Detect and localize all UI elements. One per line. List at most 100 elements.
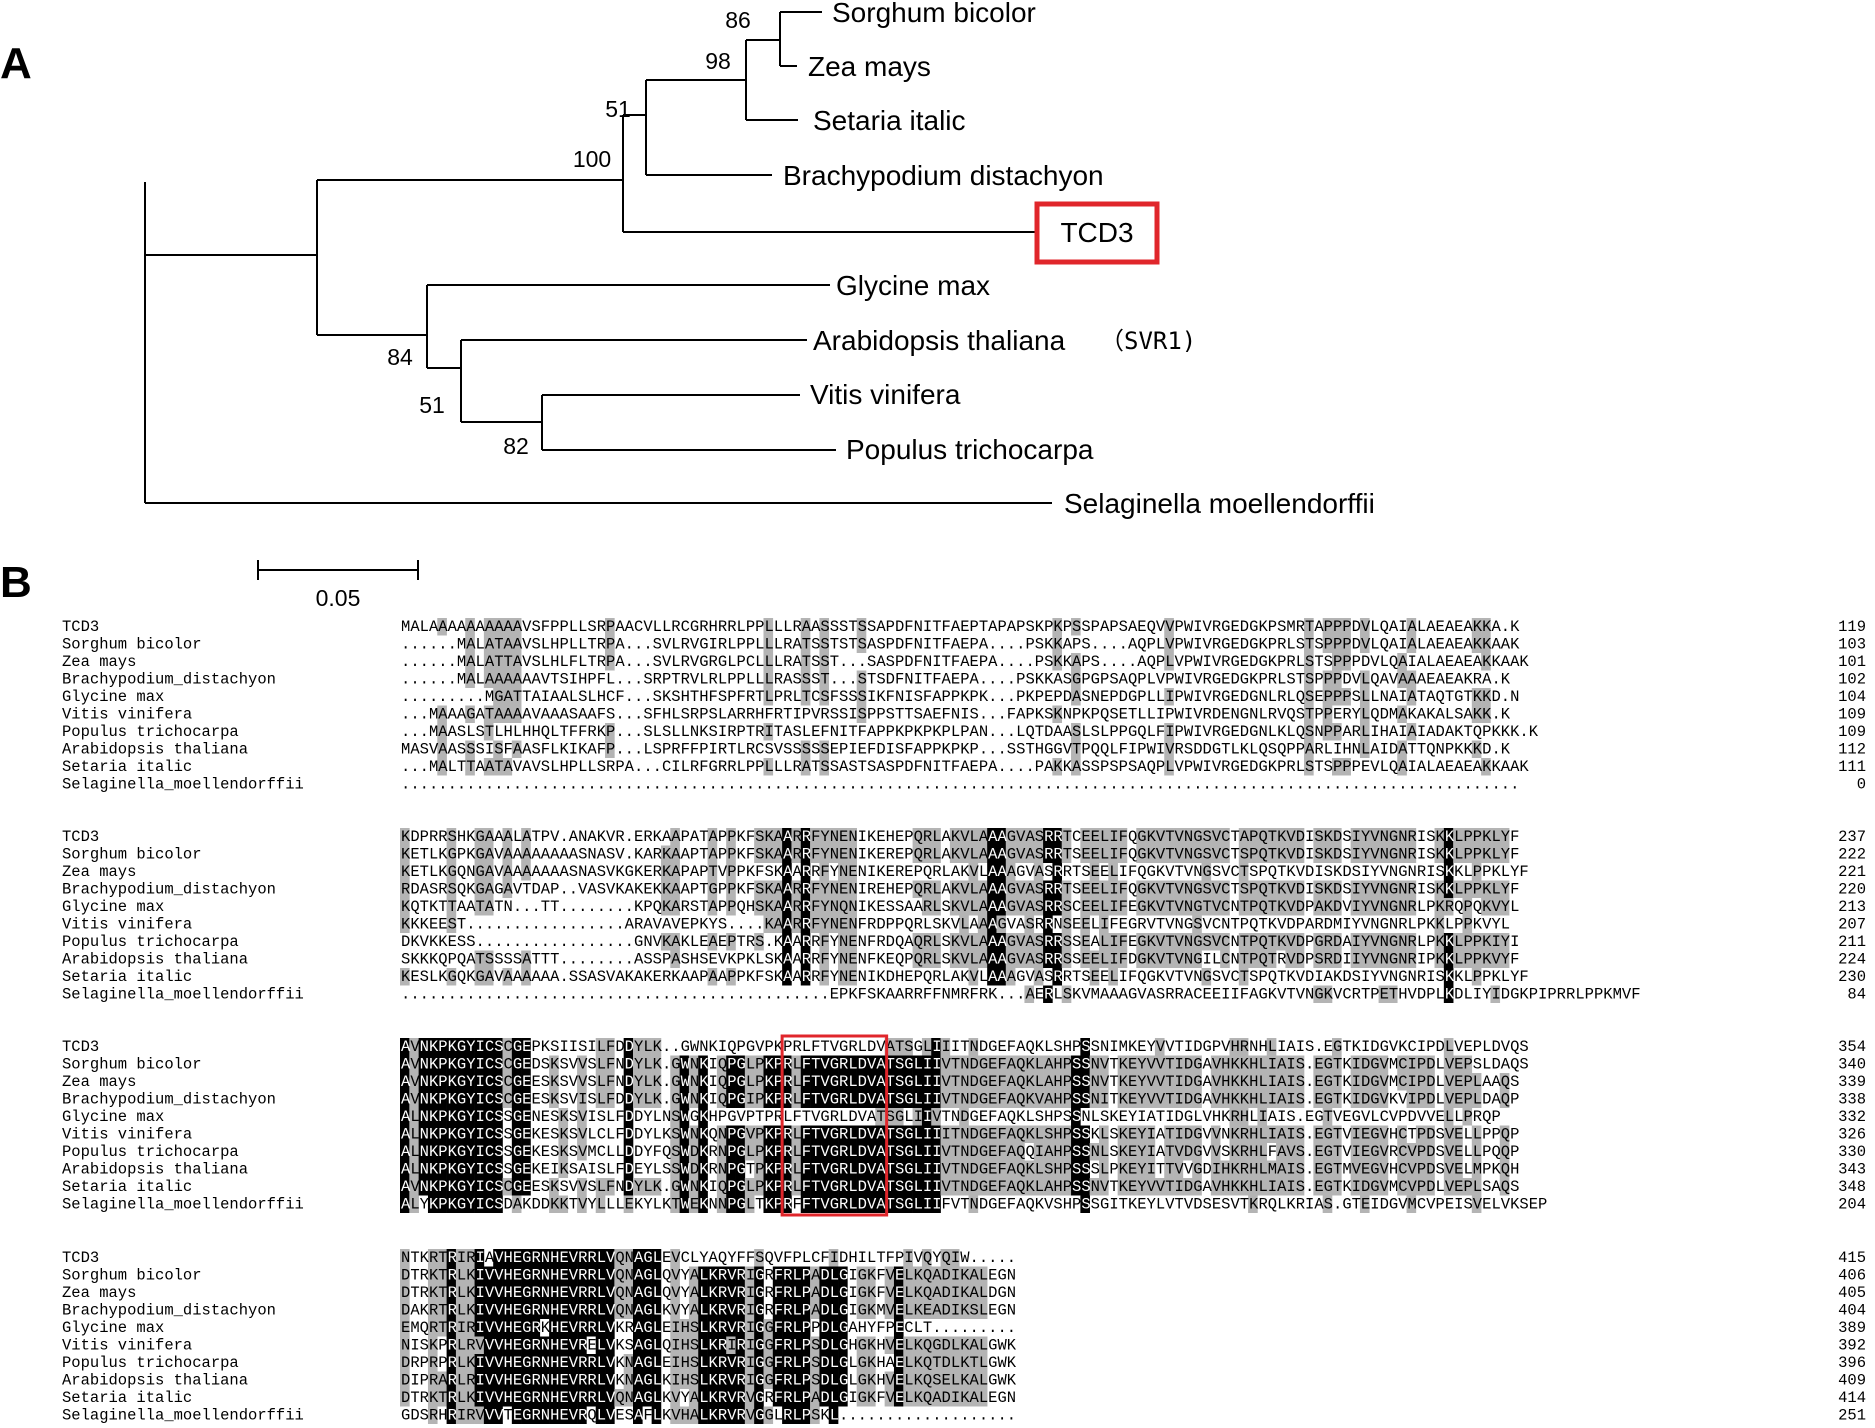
similar-shading — [511, 705, 522, 723]
similar-shading — [1471, 950, 1482, 968]
alignment-sequence: KETLKGPKGAVAAAAAAAASNASV.KARKAAPTAPPKFSK… — [401, 846, 1519, 864]
similar-shading — [931, 933, 941, 951]
similar-shading — [1257, 845, 1268, 863]
similar-shading — [1332, 845, 1342, 863]
similar-shading — [1322, 845, 1333, 863]
similar-shading — [828, 880, 839, 898]
similar-shading — [400, 880, 410, 898]
similar-shading — [437, 705, 447, 723]
similar-shading — [744, 1073, 755, 1091]
conserved-shading — [446, 1038, 457, 1056]
similar-shading — [1499, 933, 1510, 951]
similar-shading — [1350, 950, 1361, 968]
similar-shading — [1387, 985, 1398, 1003]
similar-shading — [1182, 1073, 1193, 1091]
similar-shading — [483, 898, 494, 916]
conserved-shading — [400, 1073, 410, 1091]
similar-shading — [800, 635, 811, 653]
similar-shading — [1397, 758, 1407, 776]
similar-shading — [1192, 950, 1202, 968]
conserved-shading — [1043, 950, 1053, 968]
similar-shading — [1332, 950, 1342, 968]
similar-shading — [1359, 705, 1370, 723]
conserved-shading — [921, 1108, 932, 1126]
similar-shading — [1481, 880, 1491, 898]
similar-shading — [1182, 1090, 1193, 1108]
similar-shading — [819, 950, 830, 968]
alignment-position-number: 213 — [1838, 898, 1866, 916]
similar-shading — [912, 1108, 923, 1126]
alignment-position-number: 396 — [1838, 1354, 1866, 1372]
similar-shading — [1099, 1073, 1109, 1091]
similar-shading — [810, 845, 820, 863]
taxon-label-glycine: Glycine max — [836, 270, 990, 301]
similar-shading — [437, 740, 447, 758]
conserved-shading — [987, 880, 997, 898]
similar-shading — [1397, 898, 1407, 916]
taxon-label-tcd3: TCD3 — [1060, 217, 1133, 248]
conserved-shading — [465, 1038, 475, 1056]
similar-shading — [651, 1073, 662, 1091]
similar-shading — [465, 740, 475, 758]
similar-shading — [1322, 898, 1333, 916]
similar-shading — [1294, 898, 1305, 916]
similar-shading — [483, 723, 494, 741]
conserved-shading — [698, 1108, 708, 1126]
conserved-shading — [493, 1055, 503, 1073]
similar-shading — [1490, 898, 1501, 916]
similar-shading — [1248, 828, 1258, 846]
similar-shading — [1471, 880, 1482, 898]
similar-shading — [1248, 1090, 1258, 1108]
similar-shading — [446, 828, 457, 846]
similar-shading — [977, 845, 988, 863]
similar-shading — [931, 880, 941, 898]
alignment-seq-name: Sorghum bicolor — [62, 1267, 202, 1285]
similar-shading — [791, 828, 802, 846]
conserved-shading — [521, 1108, 531, 1126]
similar-shading — [847, 863, 857, 881]
similar-shading — [1387, 828, 1398, 846]
similar-shading — [1005, 828, 1016, 846]
similar-shading — [1350, 1073, 1361, 1091]
similar-shading — [1481, 618, 1491, 636]
similar-shading — [1369, 1073, 1379, 1091]
similar-shading — [1322, 688, 1333, 706]
similar-shading — [1117, 880, 1128, 898]
conserved-shading — [1080, 1055, 1090, 1073]
similar-shading — [800, 653, 811, 671]
conserved-shading — [1052, 968, 1063, 986]
similar-shading — [1071, 723, 1081, 741]
similar-shading — [1257, 933, 1268, 951]
similar-shading — [1108, 880, 1118, 898]
alignment-sequence: AVNKPKGYICSCGEESKSVVSLFNDYLK.GWNKIQPGLPK… — [401, 1073, 1519, 1091]
conserved-shading — [782, 828, 792, 846]
alignment-sequence: KQTKTTAATATN...TT........KPQKARSTAPPQHSK… — [401, 898, 1519, 916]
similar-shading — [1033, 880, 1044, 898]
similar-shading — [502, 863, 513, 881]
similar-shading — [819, 618, 830, 636]
similar-shading — [754, 828, 764, 846]
similar-shading — [949, 898, 960, 916]
similar-shading — [1015, 880, 1025, 898]
alignment-position-number: 109 — [1838, 723, 1866, 741]
similar-shading — [772, 828, 783, 846]
conserved-shading — [772, 1090, 783, 1108]
alignment-sequence: DKVKKESS.................GNVKAKLEAEPTRS.… — [401, 933, 1519, 951]
similar-shading — [1108, 933, 1118, 951]
similar-shading — [847, 828, 857, 846]
similar-shading — [819, 670, 830, 688]
similar-shading — [437, 723, 447, 741]
similar-shading — [763, 670, 774, 688]
similar-shading — [1136, 898, 1146, 916]
similar-shading — [670, 933, 680, 951]
alignment-sequence: ALYKPKGYICSDAKDDKKTVYLLLEKYLKTWEKNNPGLTK… — [401, 1196, 1547, 1214]
similar-shading — [1369, 880, 1379, 898]
alignment-seq-name: Brachypodium_distachyon — [62, 671, 276, 689]
similar-shading — [726, 828, 736, 846]
similar-shading — [1266, 880, 1277, 898]
similar-shading — [1313, 880, 1323, 898]
similar-shading — [670, 863, 680, 881]
similar-shading — [1154, 1038, 1165, 1056]
similar-shading — [1397, 880, 1407, 898]
similar-shading — [996, 1073, 1007, 1091]
